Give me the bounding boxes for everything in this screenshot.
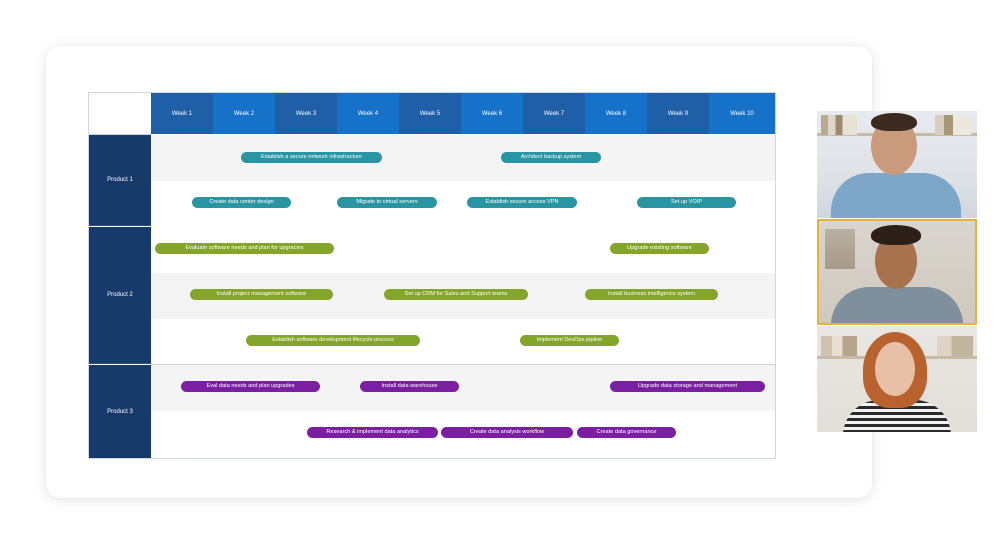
hair	[871, 225, 921, 245]
task-bar[interactable]: Migrate to virtual servers	[337, 197, 437, 208]
task-bar[interactable]: Create data governance	[577, 427, 676, 438]
week-header-3: Week 3	[275, 93, 337, 134]
task-bar[interactable]: Architect backup system	[501, 152, 601, 163]
participant-1-video[interactable]	[817, 111, 977, 218]
task-bar[interactable]: Eval data needs and plan upgrades	[181, 381, 320, 392]
task-bar[interactable]: Install business intelligence system	[585, 289, 718, 300]
books-decoration	[937, 336, 973, 356]
task-bar[interactable]: Establish software development lifecycle…	[246, 335, 420, 346]
week-header-8: Week 8	[585, 93, 647, 134]
week-header-7: Week 7	[523, 93, 585, 134]
participant-3-video[interactable]	[817, 326, 977, 432]
books-decoration	[935, 115, 971, 135]
week-header-10: Week 10	[709, 93, 775, 134]
task-bar[interactable]: Install data warehouse	[360, 381, 459, 392]
week-header-4: Week 4	[337, 93, 399, 134]
week-header-9: Week 9	[647, 93, 709, 134]
week-header-2: Week 2	[213, 93, 275, 134]
product-3-cell: Product 3	[89, 365, 151, 458]
books-decoration	[821, 115, 857, 135]
books-decoration	[821, 336, 857, 356]
task-bar[interactable]: Establish secure access VPN	[467, 197, 577, 208]
task-bar[interactable]: Establish a secure network infrastructur…	[241, 152, 382, 163]
week-header-6: Week 6	[461, 93, 523, 134]
task-bar[interactable]: Create data analysis workflow	[441, 427, 573, 438]
task-bar[interactable]: Create data center design	[192, 197, 291, 208]
task-bar[interactable]: Upgrade data storage and management	[610, 381, 765, 392]
shirt	[831, 287, 963, 325]
participant-2-video[interactable]	[817, 219, 977, 325]
header-corner-cell	[89, 93, 152, 135]
product-2-cell: Product 2	[89, 227, 151, 364]
product-divider	[151, 364, 775, 365]
roadmap-board: Week 1 Week 2 Week 3 Week 4 Week 5 Week …	[88, 92, 776, 459]
week-header-1: Week 1	[151, 93, 213, 134]
product-1-cell: Product 1	[89, 135, 151, 226]
lane-p2-row3	[151, 319, 775, 365]
task-bar[interactable]: Set up CRM for Sales and Support teams	[384, 289, 528, 300]
task-bar[interactable]: Upgrade existing software	[610, 243, 709, 254]
task-bar[interactable]: Install project management software	[190, 289, 333, 300]
task-bar[interactable]: Evaluate software needs and plan for upg…	[155, 243, 334, 254]
task-bar[interactable]: Implement DevOps pipline	[520, 335, 619, 346]
face	[875, 342, 915, 396]
shirt	[831, 173, 961, 218]
task-bar[interactable]: Set up VOIP	[637, 197, 736, 208]
wall-decoration	[825, 229, 855, 269]
week-header-5: Week 5	[399, 93, 461, 134]
hair	[871, 113, 917, 131]
task-bar[interactable]: Research & implement data analytics	[307, 427, 438, 438]
